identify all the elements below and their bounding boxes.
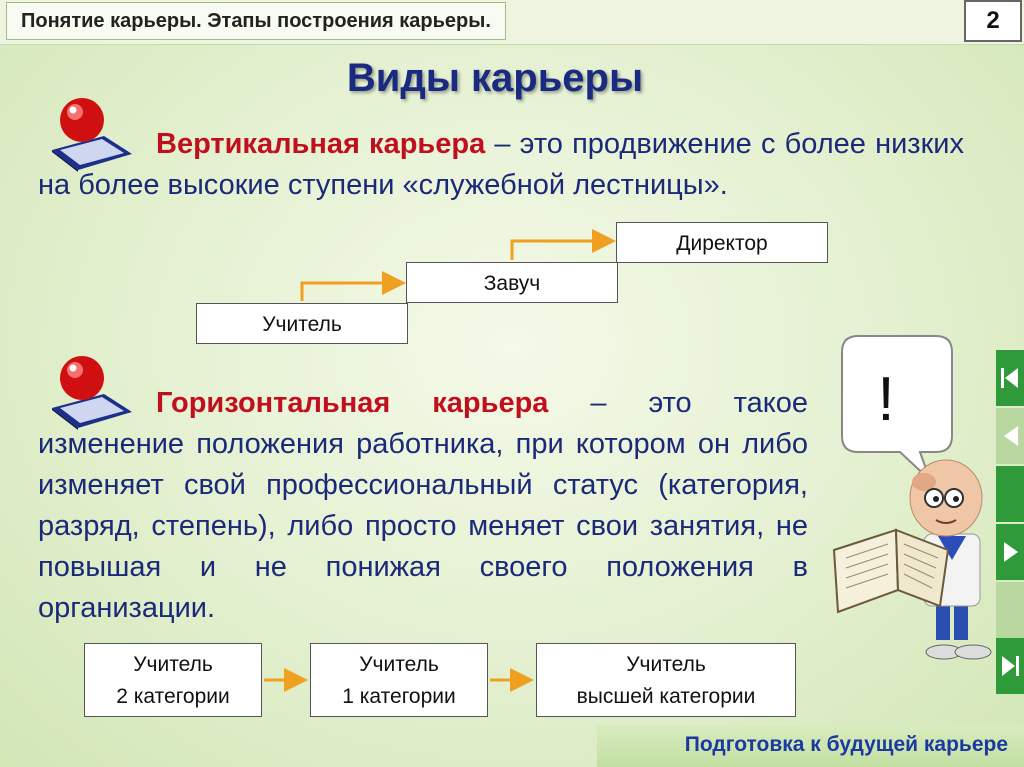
nav-first-button[interactable] [996,350,1024,406]
nav-next-icon [1004,542,1018,562]
slide-title: Виды карьеры [346,56,644,100]
vertical-career-paragraph: Вертикальная карьера – это продвижение с… [38,124,964,206]
vertical-career-term: Вертикальная карьера [156,128,486,160]
box-line-1: Учитель [359,653,439,676]
step-director: Директор [616,222,828,263]
footer-text: Подготовка к будущей карьере [684,733,1008,756]
horizontal-career-term: Горизонтальная карьера [156,387,549,419]
header-title: Понятие карьеры. Этапы построения карьер… [6,2,506,40]
character-illustration [832,459,992,660]
nav-last-button[interactable] [996,638,1024,694]
navigation-strip [996,350,1024,694]
page-number: 2 [964,0,1022,42]
horizontal-box-category-2: Учитель 2 категории [84,643,262,717]
nav-blank-button[interactable] [996,582,1024,638]
nav-prev-icon [1004,426,1018,446]
horizontal-career-text: – это такое изменение положения работник… [38,387,808,624]
footer-bar: Подготовка к будущей карьере [597,725,1024,767]
exclamation-mark: ! [877,365,894,434]
red-ball-icon [52,356,132,430]
box-line-1: Учитель [133,653,213,676]
red-ball-icon [52,98,132,172]
nav-first-icon [1001,368,1018,388]
horizontal-box-category-1: Учитель 1 категории [310,643,488,717]
nav-next-button[interactable] [996,524,1024,580]
nav-prev-button[interactable] [996,408,1024,464]
box-line-2: 2 категории [116,685,230,708]
box-line-1: Учитель [626,653,706,676]
nav-last-icon [1002,656,1019,676]
nav-home-button[interactable] [996,466,1024,522]
vertical-career-text: – это продвижение с более низких на боле… [38,128,964,201]
horizontal-box-highest: Учитель высшей категории [536,643,796,717]
box-line-2: высшей категории [576,685,756,708]
box-line-2: 1 категории [342,685,456,708]
step-teacher: Учитель [196,303,408,344]
horizontal-career-paragraph: Горизонтальная карьера – это такое измен… [38,383,808,629]
step-deputy: Завуч [406,262,618,303]
header-bar: Понятие карьеры. Этапы построения карьер… [0,0,1024,45]
